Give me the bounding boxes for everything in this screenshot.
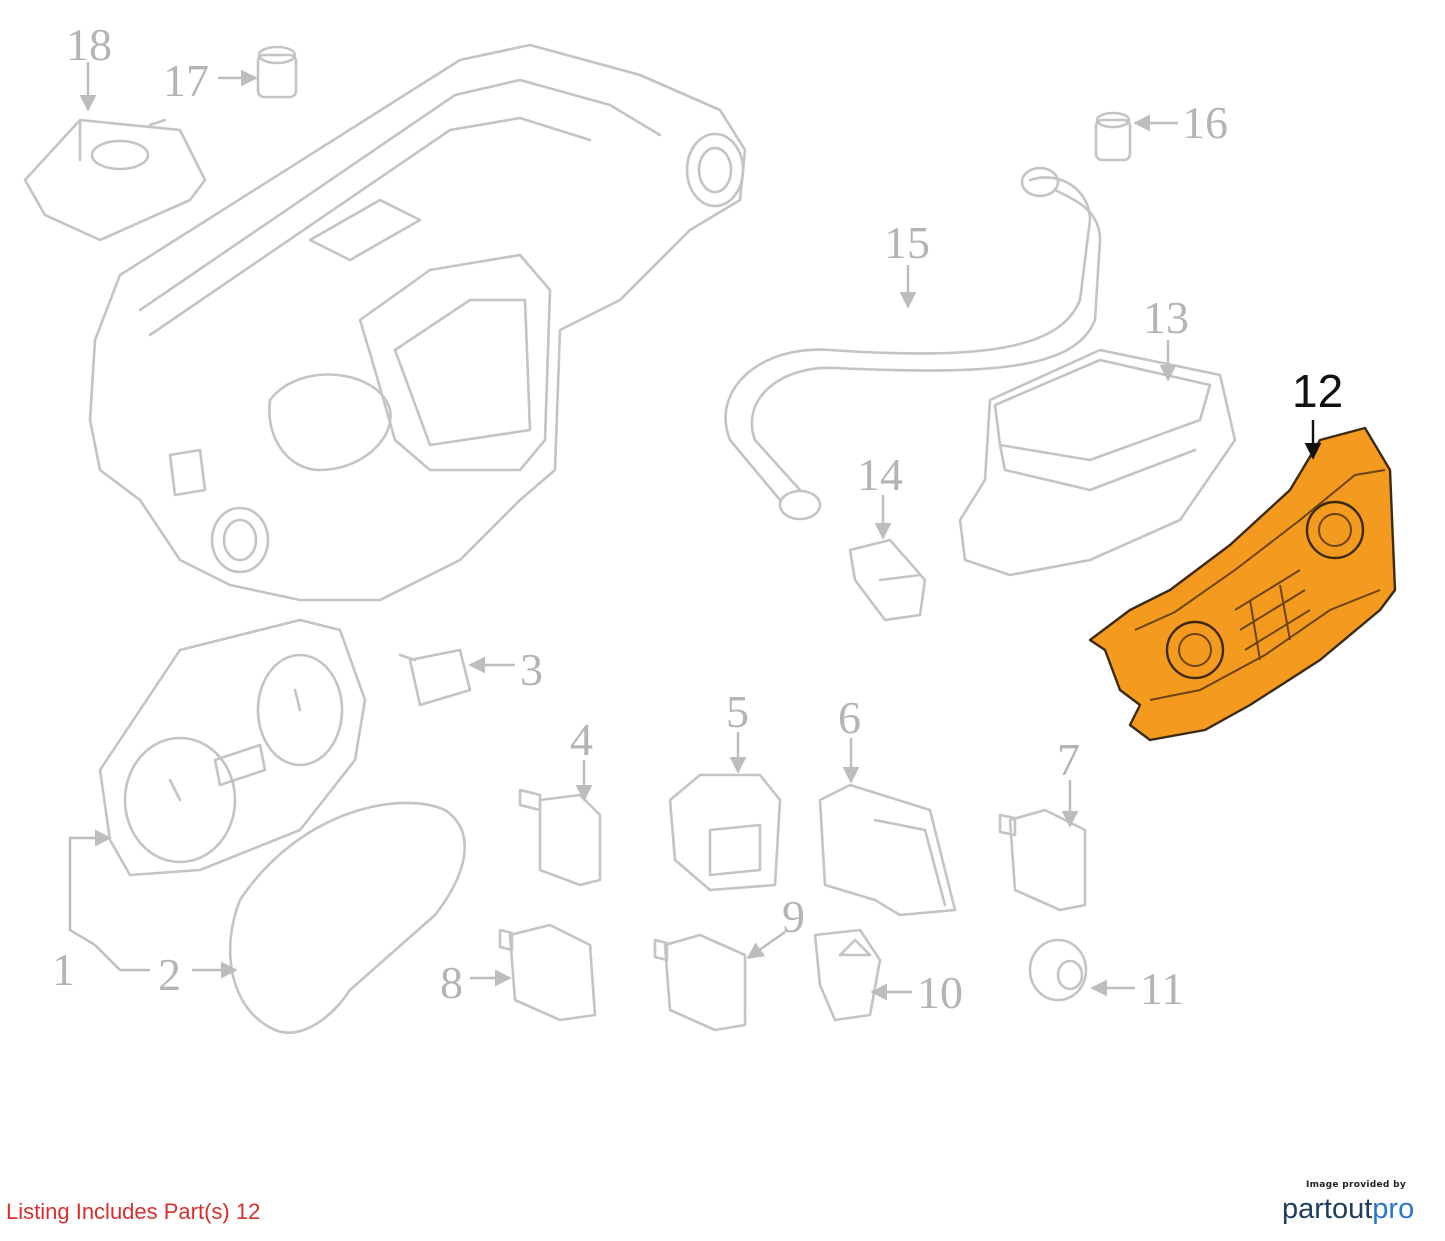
callout-8: 8	[440, 957, 463, 1008]
part-13-module	[958, 348, 1237, 577]
part-2-cluster-lens	[228, 801, 466, 1034]
callout-6: 6	[838, 692, 861, 743]
part-10-switch	[813, 928, 882, 1022]
part-4-switch	[518, 788, 602, 887]
part-16-clip	[1094, 111, 1132, 162]
logo-text-a: partout	[1282, 1193, 1373, 1225]
partoutpro-logo: partoutpro	[1282, 1192, 1430, 1226]
callout-2: 2	[158, 949, 181, 1000]
callout-10: 10	[917, 967, 963, 1018]
dashboard-part	[88, 43, 747, 602]
listing-note: Listing Includes Part(s) 12	[6, 1199, 261, 1224]
part-5-switch	[668, 773, 782, 892]
part-15-duct	[724, 166, 1102, 521]
leader-lines	[68, 62, 1322, 1001]
callout-9: 9	[782, 891, 805, 942]
image-credit: Image provided by partoutpro	[1282, 1180, 1430, 1226]
part-9-switch	[653, 933, 747, 1032]
callout-15: 15	[884, 217, 930, 268]
callout-13: 13	[1143, 292, 1189, 343]
part-17-clip	[256, 45, 298, 99]
callout-4: 4	[570, 714, 593, 765]
part-14-connector	[848, 538, 927, 622]
callout-17: 17	[163, 55, 209, 106]
callout-12: 12	[1292, 365, 1343, 417]
callout-18: 18	[66, 19, 112, 70]
logo-text-b: pro	[1372, 1193, 1415, 1225]
callout-14: 14	[857, 449, 903, 500]
part-12-climate-control-panel	[1088, 426, 1397, 742]
callout-1: 1	[52, 944, 75, 995]
callout-7: 7	[1057, 734, 1080, 785]
image-credit-caption: Image provided by	[1305, 1180, 1407, 1190]
part-18-bracket	[23, 118, 207, 242]
part-8-switch	[498, 923, 597, 1022]
part-7-switch	[998, 808, 1087, 912]
callout-3: 3	[520, 644, 543, 695]
part-6-switch	[818, 783, 957, 917]
part-3-sensor	[398, 648, 472, 707]
callout-16: 16	[1182, 97, 1228, 148]
part-11-knob	[1028, 938, 1088, 1002]
callout-5: 5	[726, 686, 749, 737]
part-1-instrument-cluster	[98, 618, 367, 877]
callout-11: 11	[1140, 963, 1184, 1014]
